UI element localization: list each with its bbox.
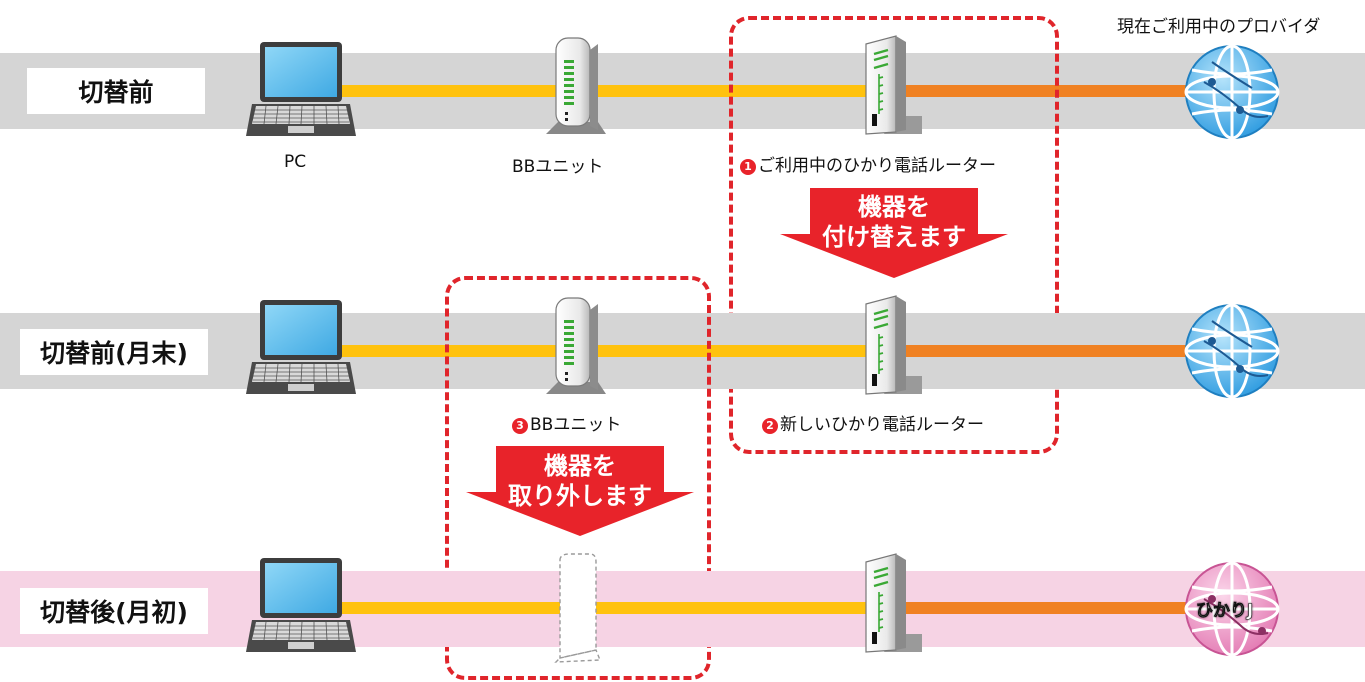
bb-unit-removal-dashed-box bbox=[445, 276, 711, 680]
replace-arrow bbox=[780, 188, 1008, 278]
cable-orange-row1 bbox=[888, 85, 1188, 97]
row-label-before: 切替前 bbox=[27, 68, 205, 114]
cable-yellow-row1 bbox=[340, 85, 888, 97]
row-label-after-monthstart: 切替後(月初) bbox=[20, 588, 208, 634]
replace-arrow-text: 機器を 付け替えます bbox=[822, 193, 966, 251]
router-icon bbox=[862, 552, 922, 656]
remove-arrow-text: 機器を 取り外します bbox=[508, 452, 652, 510]
cable-orange-row3 bbox=[888, 602, 1188, 614]
row-label-before-monthend: 切替前(月末) bbox=[20, 329, 208, 375]
pc-caption: PC bbox=[284, 152, 307, 172]
marker-two: 2 bbox=[762, 418, 778, 434]
router-swap-dashed-box bbox=[729, 16, 1059, 454]
marker-one: 1 bbox=[740, 159, 756, 175]
provider-caption: 現在ご利用中のプロバイダ bbox=[1117, 17, 1321, 37]
marker-three: 3 bbox=[512, 418, 528, 434]
laptop-icon bbox=[246, 556, 356, 656]
hikari-j-label: ひかりJ bbox=[1196, 601, 1254, 622]
removed-bb-unit-outline bbox=[554, 553, 602, 663]
cable-yellow-row3 bbox=[340, 602, 888, 614]
remove-arrow bbox=[466, 446, 694, 536]
bb-unit-caption: BBユニット bbox=[512, 157, 604, 177]
